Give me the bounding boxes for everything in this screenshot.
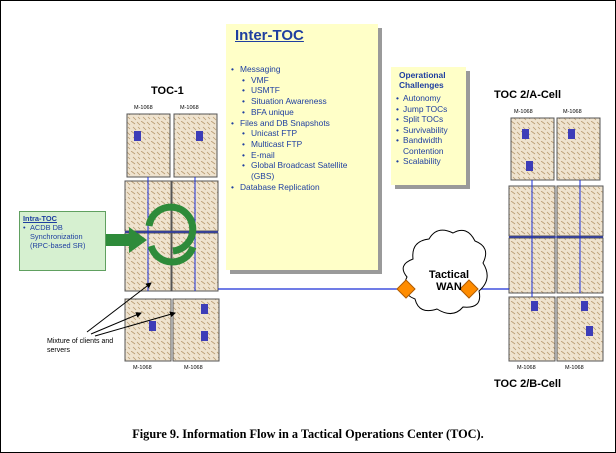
sync-cycle-arrows	[105, 203, 197, 266]
inter-toc-item: BFA unique	[231, 107, 376, 118]
m1068-label: M-1068	[514, 109, 533, 115]
inter-toc-title: Inter-TOC	[235, 27, 304, 44]
mixture-pointer-arrows	[86, 282, 176, 337]
inter-toc-item: Situation Awareness	[231, 96, 376, 107]
inter-toc-item: Unicast FTP	[231, 128, 376, 139]
m1068-label: M-1068	[134, 105, 153, 111]
m1068-label: M-1068	[563, 109, 582, 115]
intra-toc-list: ACDB DB Synchronization (RPC-based SR)	[23, 223, 105, 250]
inter-toc-item: E-mail	[231, 150, 376, 161]
toc2b-vehicle-right	[556, 296, 604, 362]
inter-toc-item: (GBS)	[251, 171, 275, 182]
m1068-label: M-1068	[517, 365, 536, 371]
toc2a-cluster	[508, 117, 604, 294]
toc1-vehicle-bottom-right	[172, 298, 220, 362]
operational-challenges-note: Operational Challenges AutonomyJump TOCs…	[391, 67, 466, 185]
m1068-label: M-1068	[565, 365, 584, 371]
challenge-item: Jump TOCs	[396, 104, 466, 115]
challenge-item: Autonomy	[396, 93, 466, 104]
toc2a-vehicle-right	[556, 117, 601, 181]
inter-toc-item: Global Broadcast Satellite	[231, 160, 376, 171]
toc1-vehicle-top-left	[126, 113, 171, 178]
inter-toc-list: MessagingVMFUSMTFSituation AwarenessBFA …	[231, 64, 376, 192]
toc2a-label: TOC 2/A-Cell	[494, 89, 562, 101]
wan-connector-left	[396, 279, 416, 299]
challenge-item: Split TOCs	[396, 114, 466, 125]
inter-toc-item: Files and DB Snapshots	[231, 118, 376, 129]
oc-title-line2: Challenges	[399, 80, 444, 90]
wan-label-line2: WAN	[436, 281, 462, 293]
intra-toc-line1: ACDB DB	[23, 223, 105, 232]
inter-toc-item: Database Replication	[231, 182, 376, 193]
intra-toc-line3: (RPC-based SR)	[30, 241, 86, 250]
intra-toc-note: Intra-TOC ACDB DB Synchronization (RPC-b…	[19, 211, 106, 271]
oc-title-line1: Operational	[399, 70, 446, 80]
inter-toc-item: Messaging	[231, 64, 376, 75]
inter-toc-item: VMF	[231, 75, 376, 86]
toc2b-label: TOC 2/B-Cell	[494, 378, 562, 390]
m1068-label: M-1068	[180, 105, 199, 111]
mixture-label: Mixture of clients and servers	[47, 338, 114, 354]
sync-arrow	[105, 227, 147, 253]
wan-label-line1: Tactical	[428, 269, 470, 281]
toc1-vehicle-top-right	[173, 113, 218, 178]
challenge-item: Contention	[403, 145, 444, 156]
inter-toc-item: USMTF	[231, 85, 376, 96]
inter-toc-note: Inter-TOC MessagingVMFUSMTFSituation Awa…	[226, 24, 378, 270]
m1068-label: M-1068	[184, 365, 203, 371]
inter-toc-item: Multicast FTP	[231, 139, 376, 150]
challenge-item: Survivability	[396, 125, 466, 136]
figure-caption: Figure 9. Information Flow in a Tactical…	[132, 427, 484, 441]
challenge-item: Scalability	[396, 156, 466, 167]
operational-challenges-list: AutonomyJump TOCsSplit TOCsSurvivability…	[396, 93, 466, 167]
intra-toc-title: Intra-TOC	[23, 214, 57, 223]
toc2b-cluster	[508, 293, 604, 362]
challenge-item: Bandwidth	[396, 135, 466, 146]
m1068-label: M-1068	[133, 365, 152, 371]
operational-challenges-title: Operational Challenges	[399, 70, 446, 90]
tactical-wan-label: Tactical WAN	[419, 269, 479, 293]
toc1-label: TOC-1	[151, 85, 184, 97]
wan-connector-right	[459, 279, 479, 299]
intra-toc-line2: Synchronization	[30, 232, 83, 241]
toc1-vehicle-bottom-left	[124, 298, 172, 362]
